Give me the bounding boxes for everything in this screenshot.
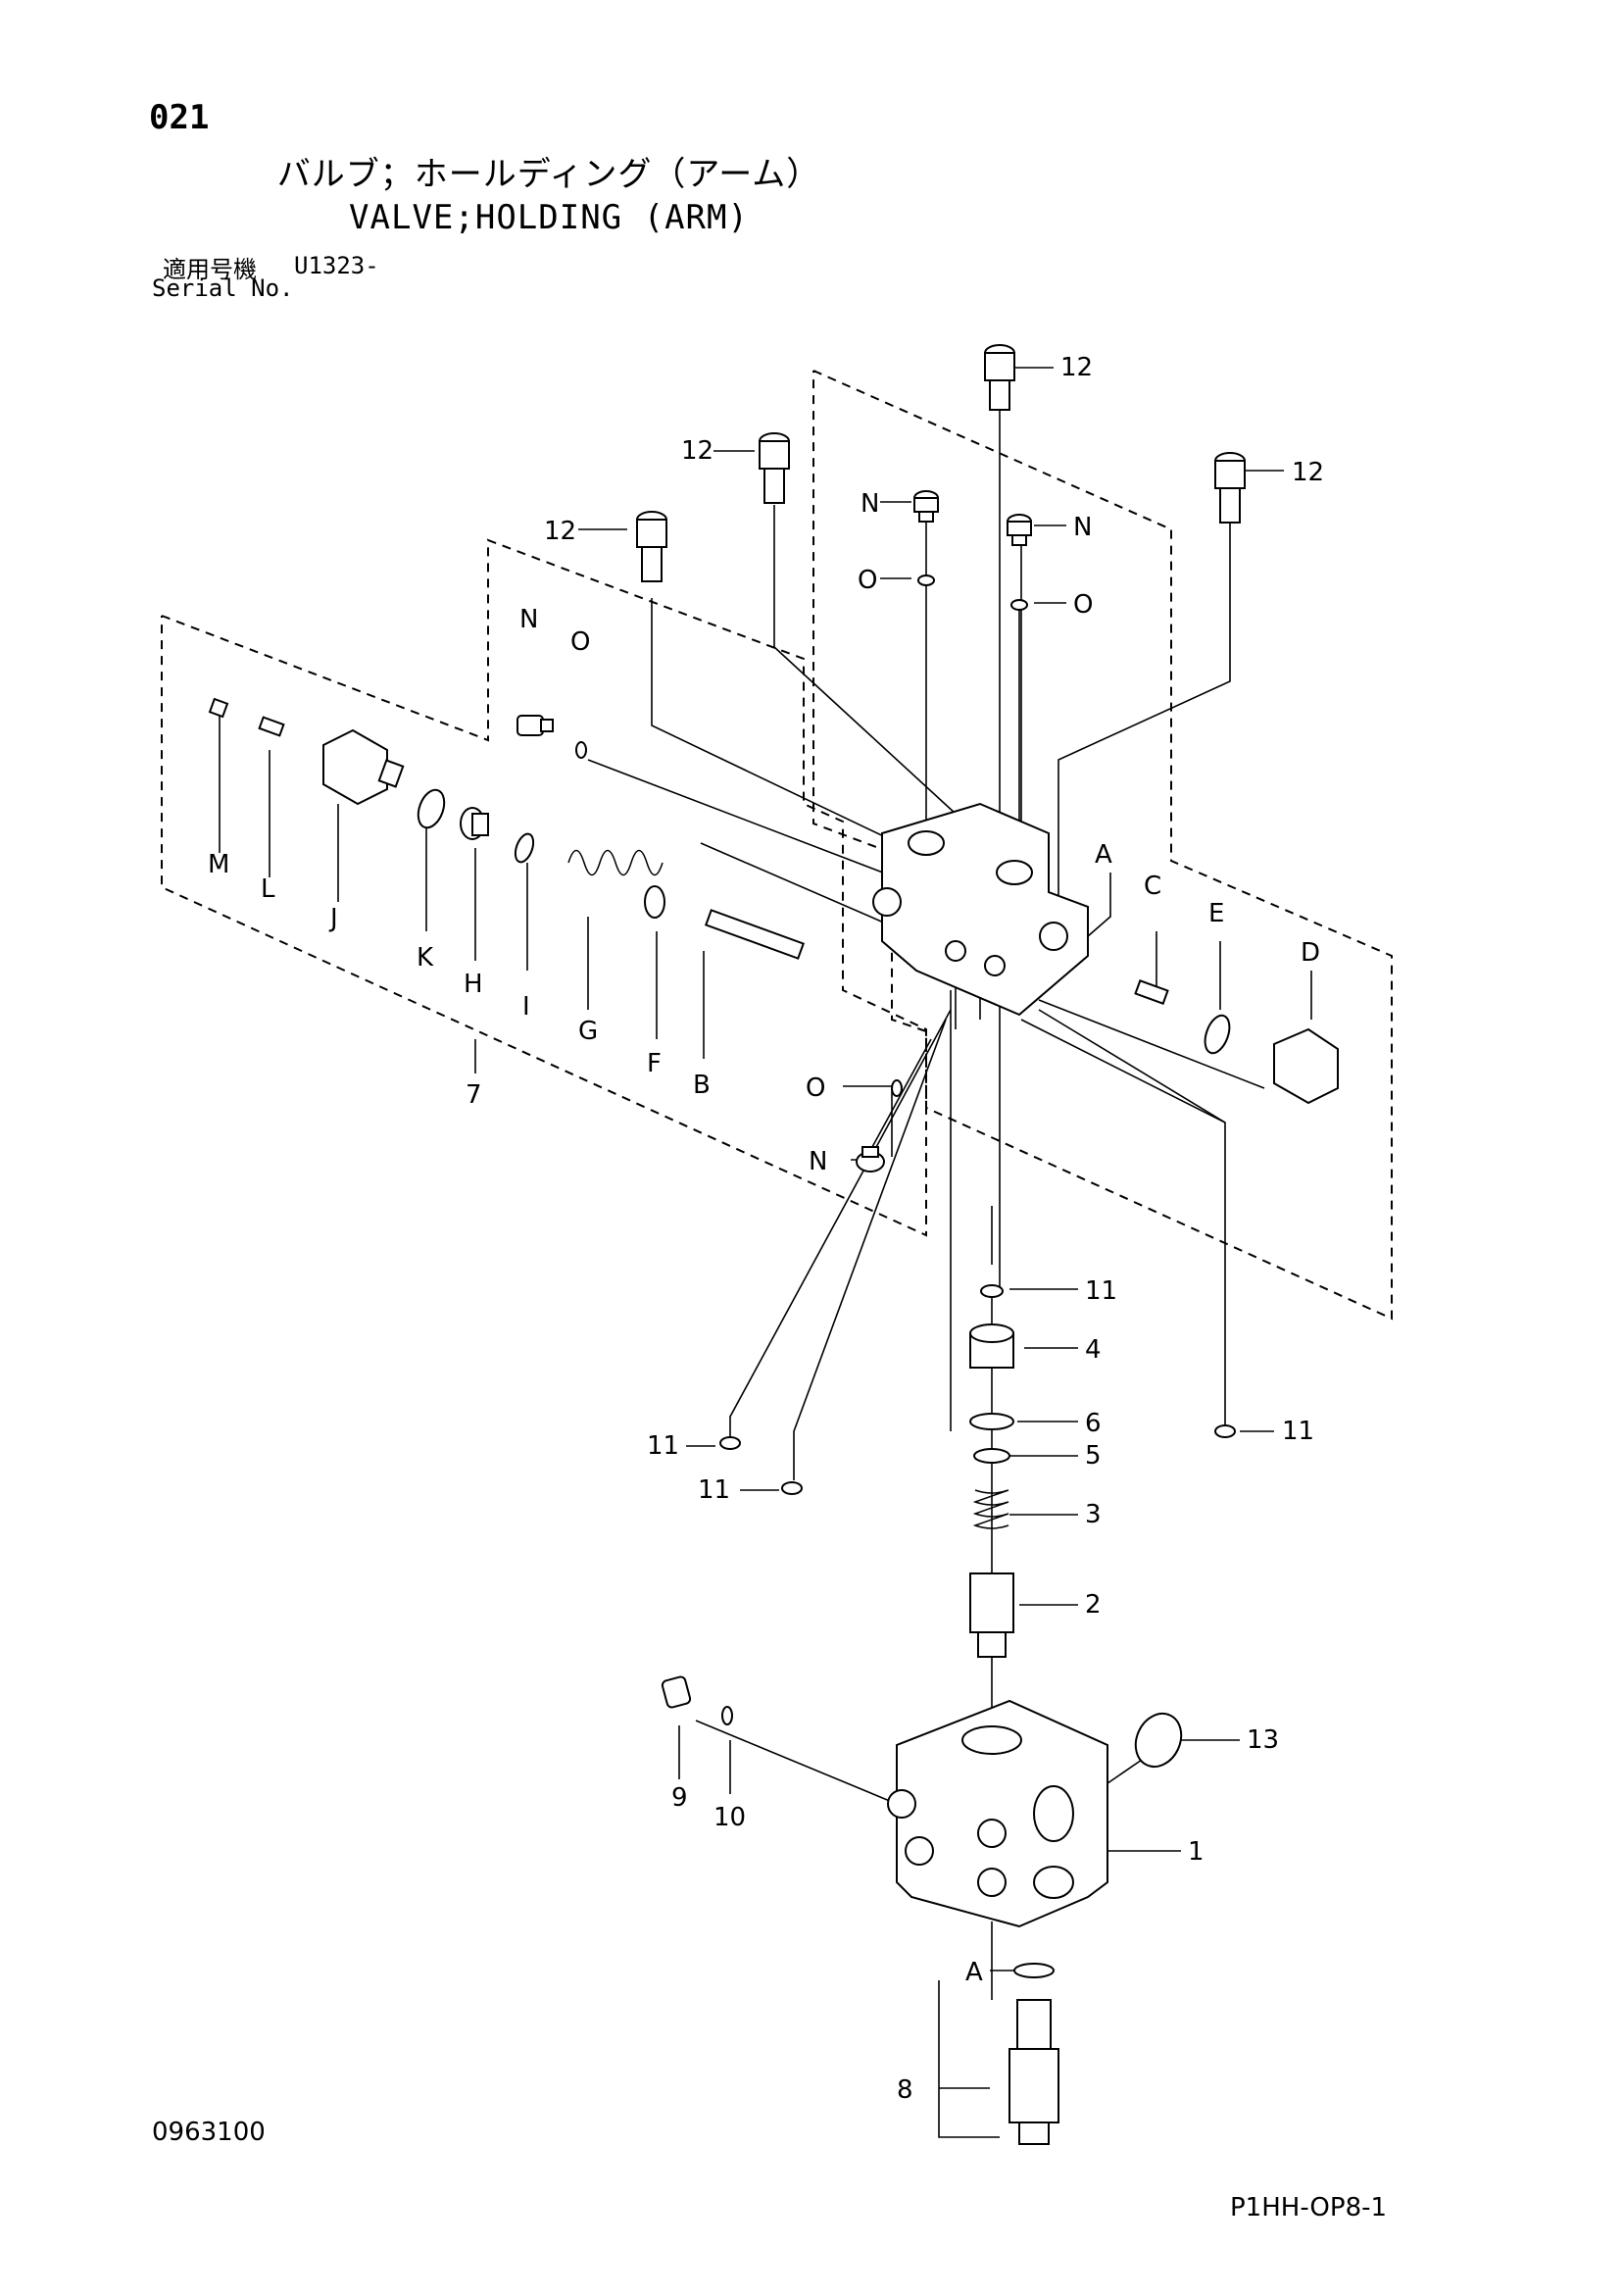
plug-n-top xyxy=(913,490,939,523)
o-ring-13 xyxy=(1134,1712,1183,1769)
o-ring-o-left xyxy=(575,741,587,759)
o-ring-5 xyxy=(973,1448,1010,1464)
callout-2: 2 xyxy=(1085,1590,1102,1620)
part-l-screw xyxy=(258,716,285,737)
callout-o: O xyxy=(570,627,590,657)
callout-o: O xyxy=(1073,590,1093,620)
callout-m: M xyxy=(208,850,229,879)
callout-8: 8 xyxy=(897,2075,913,2105)
o-ring-11-right xyxy=(1214,1424,1236,1438)
spool-b xyxy=(704,909,806,960)
callout-5: 5 xyxy=(1085,1441,1102,1471)
callout-1: 1 xyxy=(1188,1837,1205,1867)
plug-n-lower xyxy=(856,1146,885,1173)
callout-g: G xyxy=(578,1017,598,1046)
plug-n-left xyxy=(516,715,554,736)
washer-f xyxy=(644,885,665,919)
part-4 xyxy=(969,1323,1014,1369)
page-number: 021 xyxy=(149,98,210,137)
callout-13: 13 xyxy=(1247,1725,1279,1755)
callout-3: 3 xyxy=(1085,1500,1102,1529)
bolt-12-upper-left xyxy=(759,432,790,504)
callout-7: 7 xyxy=(466,1080,482,1110)
callout-e: E xyxy=(1208,899,1224,928)
callout-c: C xyxy=(1144,872,1161,901)
o-ring-10 xyxy=(721,1706,733,1725)
upper-valve-body xyxy=(872,802,1089,1017)
o-ring-i xyxy=(514,832,535,864)
callout-a: A xyxy=(965,1958,983,1987)
callout-b: B xyxy=(693,1071,711,1100)
callout-j: J xyxy=(328,904,338,933)
callout-11: 11 xyxy=(1282,1417,1314,1446)
plug-9 xyxy=(661,1675,692,1709)
bolt-12-top xyxy=(984,344,1015,411)
o-ring-o-top xyxy=(917,574,935,586)
callout-n: N xyxy=(1073,513,1092,542)
callout-n: N xyxy=(861,489,879,519)
callout-leaders xyxy=(219,367,1312,2089)
title-japanese: バルブ；ホールディング（アーム） xyxy=(276,155,821,194)
plug-n-right xyxy=(1007,514,1032,546)
cartridge-8 xyxy=(1008,1999,1059,2145)
group-outline-7 xyxy=(161,538,927,1237)
o-ring-11-left-b xyxy=(781,1481,803,1495)
title-english: VALVE;HOLDING (ARM) xyxy=(349,198,749,237)
callout-6: 6 xyxy=(1085,1409,1102,1438)
callout-d: D xyxy=(1301,938,1320,968)
part-h xyxy=(460,807,489,840)
group-outline-a xyxy=(812,370,1393,1321)
spring-3 xyxy=(972,1489,1009,1529)
serial-label-english: Serial No. xyxy=(152,275,294,302)
callout-12: 12 xyxy=(681,436,713,466)
callout-f: F xyxy=(647,1049,662,1078)
o-ring-k xyxy=(417,788,446,829)
callout-12: 12 xyxy=(544,517,576,546)
o-ring-o-lower xyxy=(891,1079,903,1097)
main-body-1 xyxy=(887,1699,1108,1928)
callout-n: N xyxy=(519,605,538,634)
callout-h: H xyxy=(464,970,483,999)
o-ring-e xyxy=(1204,1014,1231,1055)
callout-11: 11 xyxy=(698,1475,730,1505)
callout-labels: 12 12 12 12 N O N O N O M L J K H I G F … xyxy=(208,353,1324,2105)
part-d-plug xyxy=(1273,1027,1339,1105)
o-ring-a-bottom xyxy=(1013,1963,1055,1978)
callout-i: I xyxy=(522,992,530,1022)
o-ring-11-center xyxy=(980,1284,1004,1298)
callout-9: 9 xyxy=(671,1783,688,1813)
callout-l: L xyxy=(261,874,275,904)
serial-label-japanese: 適用号機 xyxy=(163,256,257,283)
callout-10: 10 xyxy=(713,1803,746,1832)
document-code: 0963100 xyxy=(152,2118,266,2147)
o-ring-11-left-a xyxy=(719,1436,741,1450)
spring-g xyxy=(567,849,664,876)
serial-number-value: U1323- xyxy=(294,252,379,279)
part-j-plug xyxy=(322,728,405,806)
callout-12: 12 xyxy=(1060,353,1093,382)
callout-a: A xyxy=(1095,840,1112,870)
bolt-12-left xyxy=(636,511,667,582)
callout-n: N xyxy=(809,1147,827,1176)
part-c xyxy=(1134,979,1169,1005)
part-6-backup-ring xyxy=(969,1413,1014,1430)
callout-k: K xyxy=(417,943,434,973)
page-code: P1HH-OP8-1 xyxy=(1230,2193,1388,2222)
bolt-12-right xyxy=(1214,452,1246,524)
callout-11: 11 xyxy=(1085,1276,1117,1306)
part-m xyxy=(208,697,229,719)
callout-11: 11 xyxy=(647,1431,679,1461)
callout-4: 4 xyxy=(1085,1335,1102,1365)
callout-o: O xyxy=(806,1073,825,1103)
callout-12: 12 xyxy=(1292,458,1324,487)
callout-o: O xyxy=(858,566,877,595)
poppet-2 xyxy=(969,1572,1014,1658)
o-ring-o-right xyxy=(1010,599,1028,611)
